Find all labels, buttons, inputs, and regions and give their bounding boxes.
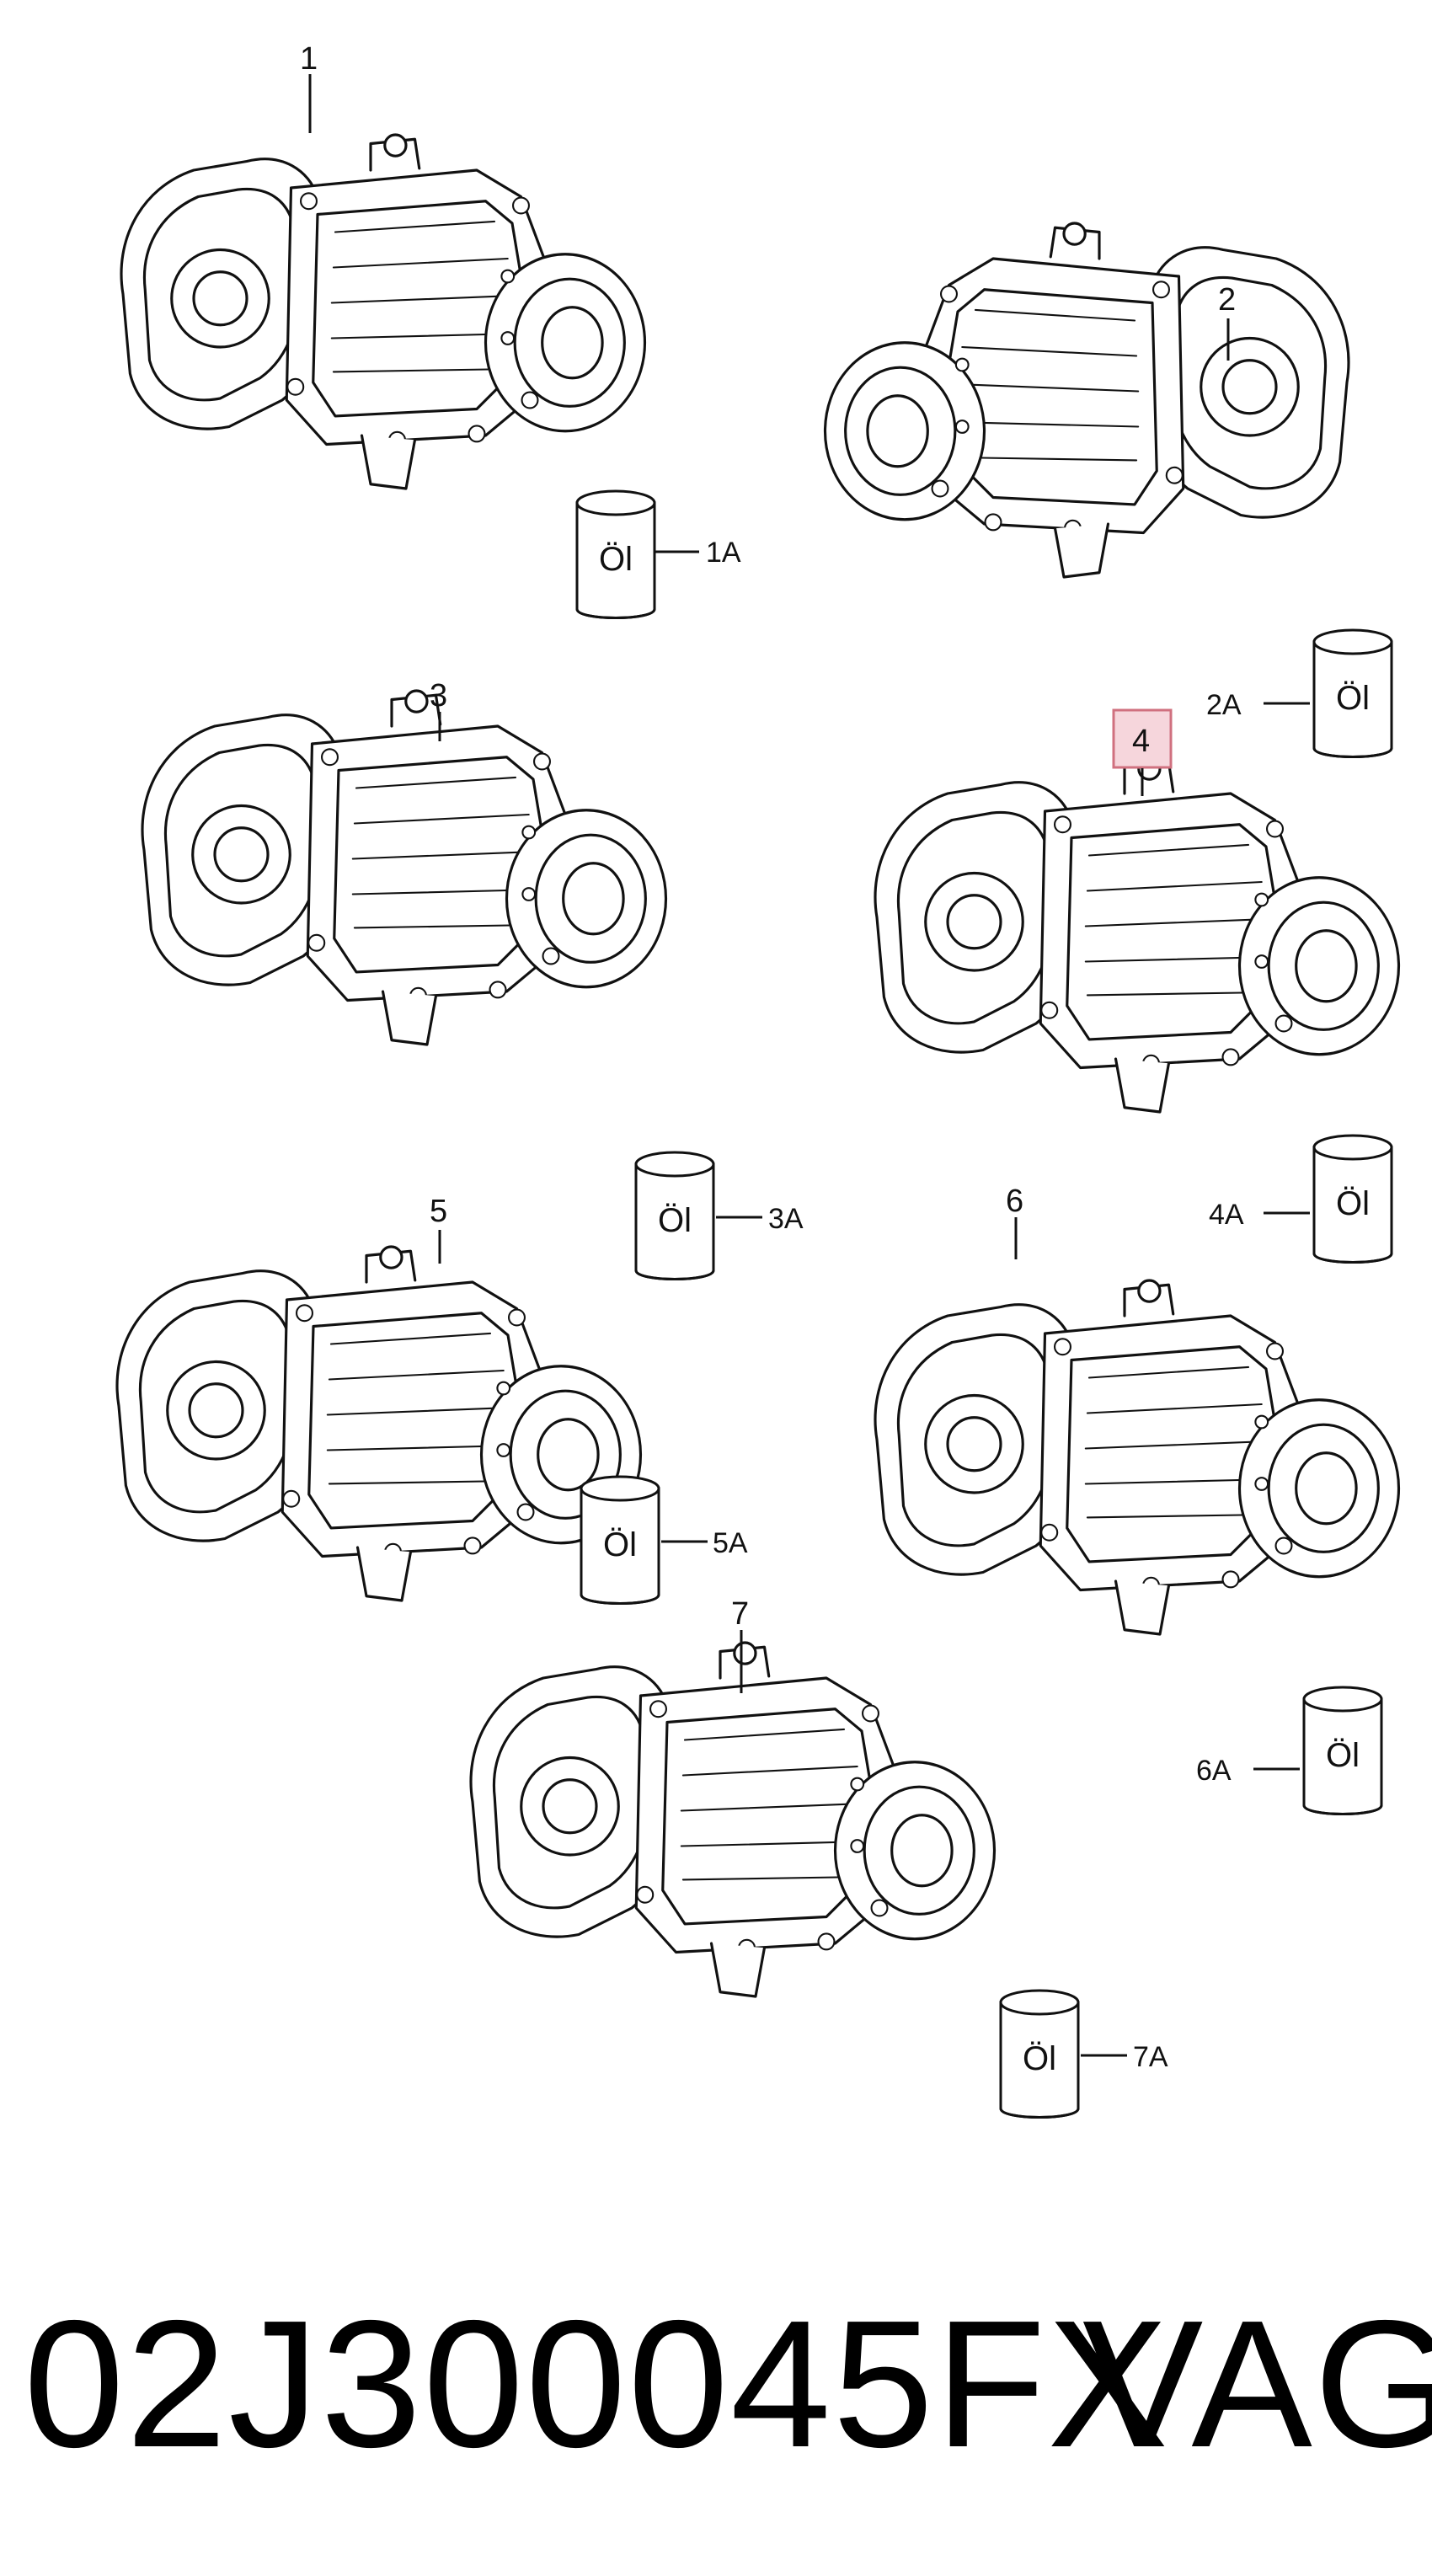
gearbox-7[interactable]	[469, 1641, 997, 1998]
gearbox-4[interactable]	[874, 756, 1401, 1114]
gearbox-2[interactable]	[823, 222, 1350, 579]
callout-4a: 4A	[1209, 1199, 1244, 1231]
oil-can-1a-label: Öl	[599, 541, 633, 578]
part-number: 02J300045FX	[24, 2282, 1170, 2485]
oil-can-5a[interactable]: Öl	[580, 1475, 660, 1605]
diagram-canvas: 1 Öl 1A 2 Öl 2A 3 Öl 3A 4 Öl 4A 5 Öl 5A …	[115, 41, 1401, 2119]
oil-can-3a-label: Öl	[658, 1202, 692, 1239]
oil-can-3a[interactable]: Öl	[634, 1151, 715, 1280]
callout-4: 4	[1132, 724, 1150, 759]
callout-5a: 5A	[713, 1527, 748, 1559]
oil-can-6a-label: Öl	[1326, 1737, 1360, 1774]
callout-6a: 6A	[1196, 1755, 1232, 1787]
gearbox-5[interactable]	[115, 1245, 643, 1602]
callout-1a: 1A	[706, 537, 741, 569]
oil-can-4a[interactable]: Öl	[1312, 1134, 1393, 1264]
brand: VAG	[1082, 2282, 1432, 2485]
oil-can-1a[interactable]: Öl	[575, 489, 656, 619]
callout-3a: 3A	[768, 1203, 804, 1235]
gearbox-1[interactable]	[120, 133, 647, 490]
oil-can-7a-label: Öl	[1023, 2040, 1056, 2077]
oil-can-2a-label: Öl	[1336, 680, 1370, 717]
callout-6: 6	[1006, 1184, 1023, 1219]
callout-2a: 2A	[1206, 689, 1242, 721]
oil-can-6a[interactable]: Öl	[1302, 1686, 1383, 1815]
oil-can-5a-label: Öl	[603, 1526, 637, 1563]
callout-7a: 7A	[1133, 2041, 1168, 2073]
footer: 02J300045FX VAG	[0, 2258, 1432, 2510]
callout-3: 3	[430, 678, 447, 713]
callout-1: 1	[300, 41, 318, 77]
oil-can-4a-label: Öl	[1336, 1185, 1370, 1222]
oil-can-2a[interactable]: Öl	[1312, 628, 1393, 758]
callout-5: 5	[430, 1194, 447, 1229]
callout-7: 7	[731, 1596, 749, 1632]
callout-4-highlight	[1112, 708, 1173, 769]
callout-2: 2	[1218, 282, 1236, 318]
gearbox-3[interactable]	[141, 689, 668, 1046]
oil-can-7a[interactable]: Öl	[999, 1989, 1080, 2119]
gearbox-6[interactable]	[874, 1279, 1401, 1636]
